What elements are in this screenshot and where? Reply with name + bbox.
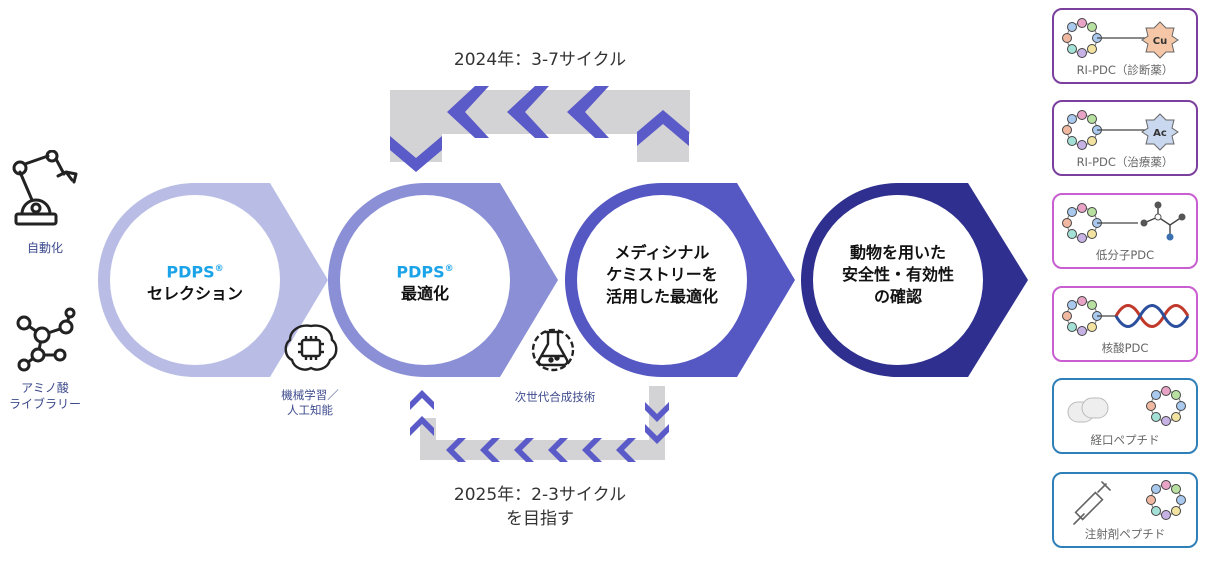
card-nucleic-acid-pdc: 核酸PDC bbox=[1052, 286, 1198, 362]
stage-3-text: メディシナル ケミストリーを 活用した最適化 bbox=[577, 242, 747, 308]
pill-peptide-icon bbox=[1067, 386, 1186, 426]
robot-arm-icon bbox=[12, 150, 78, 226]
bottom-cycle-label-line2: を目指す bbox=[506, 509, 574, 529]
ac-tag: Ac bbox=[1153, 128, 1167, 139]
cu-tag: Cu bbox=[1153, 36, 1167, 47]
card-caption: RI-PDC（治療薬） bbox=[1076, 155, 1174, 169]
stage-3-line2: ケミストリーを bbox=[606, 265, 718, 284]
bottom-cycle-label-line1: 2025年：2-3サイクル bbox=[453, 485, 627, 505]
stage-3-shape bbox=[565, 183, 795, 377]
stage-2-brand: PDPS bbox=[396, 262, 445, 282]
card-ri-pdc-diagnostic: Cu RI-PDC（診断薬） bbox=[1052, 8, 1198, 84]
stage-4-line2: 安全性・有効性 bbox=[841, 265, 954, 284]
stage-1-text: PDPS® セレクション bbox=[110, 258, 280, 305]
stage-4-shape bbox=[801, 183, 1028, 377]
stage-1-shape bbox=[98, 183, 328, 377]
stage-1-reg: ® bbox=[214, 264, 224, 274]
library-label-line1: アミノ酸 bbox=[21, 381, 69, 395]
flask-gear-icon bbox=[531, 328, 575, 372]
stage-2-shape bbox=[328, 183, 558, 377]
peptide-dna-icon bbox=[1062, 296, 1190, 336]
peptide-ring-cu-icon: Cu bbox=[1062, 18, 1179, 59]
stage-3-line1: メディシナル bbox=[614, 243, 710, 262]
peptide-ring-ac-icon: Ac bbox=[1062, 110, 1179, 151]
stage-1-brand: PDPS bbox=[166, 262, 215, 282]
top-cycle-label: 2024年：3-7サイクル bbox=[453, 50, 627, 70]
ml-caption-line1: 機械学習／ bbox=[281, 388, 339, 402]
card-injectable-peptide: 注射剤ペプチド bbox=[1052, 472, 1198, 548]
bottom-cycle-label: 2025年：2-3サイクル を目指す bbox=[400, 483, 680, 531]
stage-2-text: PDPS® 最適化 bbox=[340, 258, 510, 305]
card-small-molecule-pdc: 低分子PDC bbox=[1052, 193, 1198, 269]
card-caption: 低分子PDC bbox=[1095, 248, 1155, 262]
card-caption: 経口ペプチド bbox=[1090, 433, 1160, 447]
stage-4-text: 動物を用いた 安全性・有効性 の確認 bbox=[813, 242, 983, 308]
bottom-cycle-arrow bbox=[410, 386, 669, 462]
molecule-icon bbox=[16, 307, 76, 372]
synth-caption: 次世代合成技術 bbox=[514, 390, 596, 404]
stage-2-line1: 最適化 bbox=[400, 284, 449, 304]
card-caption: 核酸PDC bbox=[1101, 341, 1149, 355]
brain-chip-icon bbox=[284, 324, 338, 371]
card-ri-pdc-therapeutic: Ac RI-PDC（治療薬） bbox=[1052, 100, 1198, 176]
stage-4-line1: 動物を用いた bbox=[849, 243, 946, 262]
ml-caption-line2: 人工知能 bbox=[287, 403, 333, 417]
stage-1-line1: セレクション bbox=[146, 284, 243, 304]
stage-2-reg: ® bbox=[444, 264, 454, 274]
stage-4-line3: の確認 bbox=[873, 287, 922, 306]
amino-acid-library-label: アミノ酸 ライブラリー bbox=[2, 380, 88, 412]
top-cycle-arrow bbox=[390, 86, 690, 172]
card-caption: RI-PDC（診断薬） bbox=[1076, 63, 1174, 77]
stage-3-line3: 活用した最適化 bbox=[605, 287, 718, 306]
automation-label: 自動化 bbox=[26, 241, 63, 255]
syringe-peptide-icon bbox=[1073, 480, 1186, 525]
library-label-line2: ライブラリー bbox=[8, 397, 81, 411]
peptide-small-molecule-icon bbox=[1062, 201, 1186, 243]
card-caption: 注射剤ペプチド bbox=[1084, 527, 1166, 541]
card-oral-peptide: 経口ペプチド bbox=[1052, 378, 1198, 454]
stage-flow bbox=[98, 183, 1028, 377]
ml-caption: 機械学習／ 人工知能 bbox=[262, 388, 358, 418]
